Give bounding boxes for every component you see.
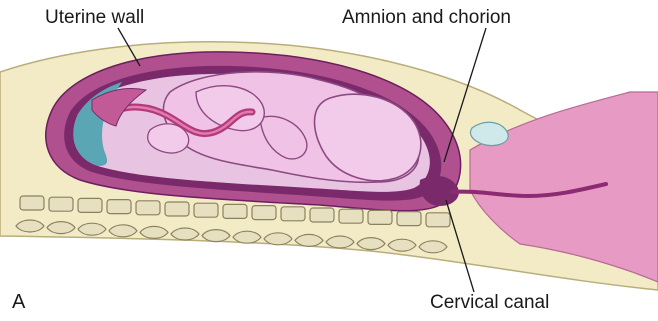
vertebra	[310, 208, 334, 222]
label-amnion-and-chorion: Amnion and chorion	[342, 8, 511, 27]
pelvic-bone	[357, 238, 385, 250]
pelvic-bone	[202, 230, 230, 242]
pelvic-bone	[171, 228, 199, 240]
vertebra	[165, 202, 189, 216]
vertebra	[49, 197, 73, 211]
vertebra	[368, 210, 392, 224]
vertebra	[426, 213, 450, 227]
pelvic-bone	[419, 241, 447, 253]
pelvic-bone	[47, 222, 75, 234]
pelvic-bone	[264, 233, 292, 245]
vertebra	[194, 203, 218, 217]
label-cervical-canal: Cervical canal	[430, 293, 549, 312]
pelvic-bone	[233, 231, 261, 243]
pelvic-bone	[326, 236, 354, 248]
vertebra	[78, 198, 102, 212]
vertebra	[281, 207, 305, 221]
pelvic-bone	[388, 239, 416, 251]
vertebra	[107, 200, 131, 214]
pelvic-bone	[16, 220, 44, 232]
panel-label: A	[12, 292, 25, 312]
pelvic-bone	[109, 225, 137, 237]
vertebra	[20, 196, 44, 210]
vertebra	[252, 206, 276, 220]
vertebra	[397, 212, 421, 226]
pelvic-bone	[78, 223, 106, 235]
pelvic-bone	[140, 226, 168, 238]
vertebra	[339, 209, 363, 223]
label-uterine-wall: Uterine wall	[45, 8, 144, 27]
pelvic-bone	[295, 234, 323, 246]
vertebra	[136, 201, 160, 215]
vertebra	[223, 204, 247, 218]
